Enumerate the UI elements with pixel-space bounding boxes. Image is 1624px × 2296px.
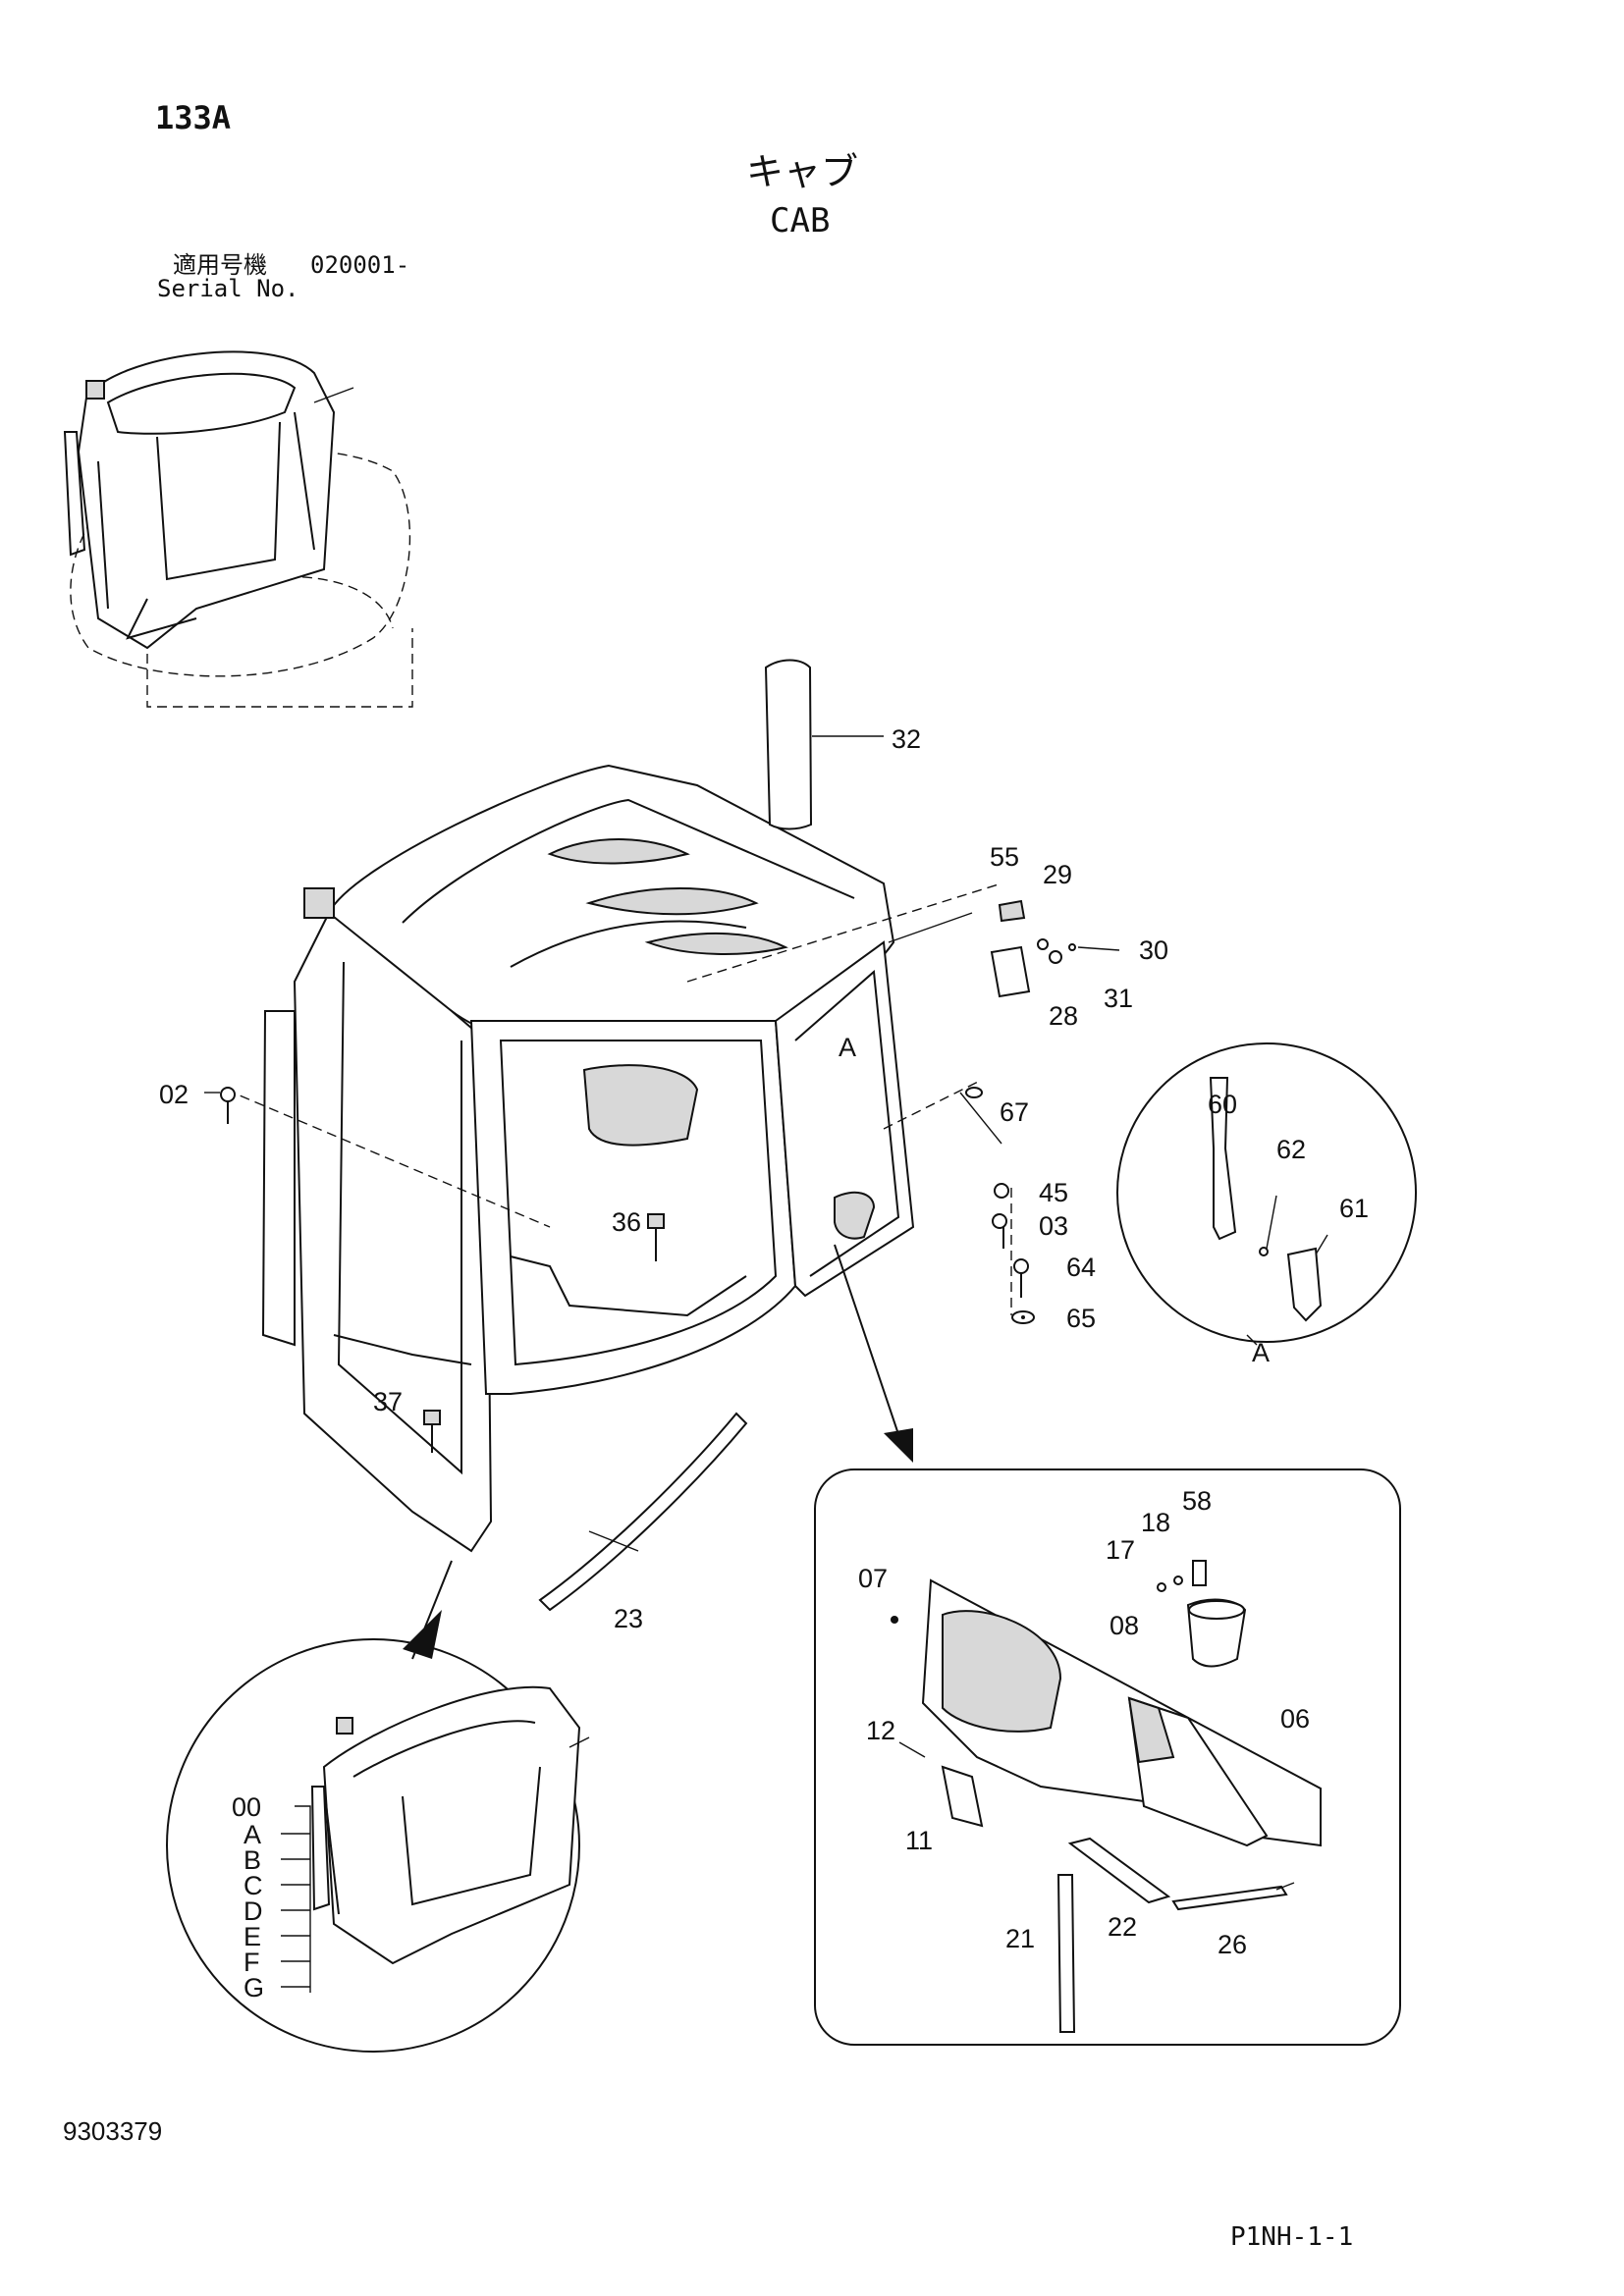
callout-36: 36 bbox=[612, 1207, 642, 1237]
callout-30: 30 bbox=[1139, 935, 1169, 965]
title-english: CAB bbox=[770, 201, 831, 240]
callout-a-detail-label: A bbox=[1252, 1338, 1271, 1367]
variant-label-f: F bbox=[244, 1948, 260, 1977]
callout-28: 28 bbox=[1049, 1001, 1079, 1031]
callout-65: 65 bbox=[1066, 1304, 1097, 1333]
callout-62: 62 bbox=[1276, 1135, 1307, 1164]
variant-label-e: E bbox=[244, 1922, 262, 1951]
hardware-parts bbox=[959, 899, 1120, 1324]
callout-18: 18 bbox=[1141, 1508, 1171, 1537]
variant-label-c: C bbox=[244, 1871, 263, 1900]
callout-67: 67 bbox=[1000, 1097, 1030, 1127]
page-reference: P1NH-1-1 bbox=[1230, 2222, 1354, 2252]
callout-45: 45 bbox=[1039, 1178, 1069, 1207]
callout-32: 32 bbox=[892, 724, 922, 754]
serial-range: 020001- bbox=[310, 251, 410, 279]
callout-29: 29 bbox=[1043, 860, 1073, 889]
callout-26: 26 bbox=[1218, 1930, 1248, 1959]
callout-64: 64 bbox=[1066, 1253, 1097, 1282]
callout-07: 07 bbox=[858, 1564, 889, 1593]
document-number: 9303379 bbox=[63, 2116, 163, 2146]
callout-06: 06 bbox=[1280, 1704, 1311, 1734]
callout-37: 37 bbox=[373, 1387, 404, 1416]
serial-label-japanese: 適用号機 bbox=[173, 251, 267, 279]
serial-label-english: Serial No. bbox=[157, 275, 299, 302]
variant-label-g: G bbox=[244, 1973, 265, 2002]
callout-02: 02 bbox=[159, 1080, 189, 1109]
variant-label-d: D bbox=[244, 1896, 263, 1926]
callout-60: 60 bbox=[1208, 1090, 1238, 1119]
callout-03: 03 bbox=[1039, 1211, 1069, 1241]
main-cab-illustration bbox=[204, 659, 1012, 1612]
detail-a-circle bbox=[1116, 1042, 1417, 1346]
callout-21: 21 bbox=[1005, 1924, 1036, 1953]
callout-08: 08 bbox=[1110, 1611, 1140, 1640]
page-code: 133A bbox=[155, 99, 232, 136]
title-japanese: キャブ bbox=[746, 150, 859, 193]
callout-12: 12 bbox=[866, 1716, 896, 1745]
variant-main-label: 00 bbox=[232, 1792, 262, 1822]
overview-illustration bbox=[63, 350, 413, 708]
detail-box bbox=[814, 1244, 1401, 2046]
callout-17: 17 bbox=[1106, 1535, 1136, 1565]
callout-a-marker: A bbox=[839, 1033, 857, 1062]
variant-detail-circle bbox=[166, 1560, 590, 2053]
callout-23: 23 bbox=[614, 1604, 644, 1633]
callout-31: 31 bbox=[1104, 984, 1134, 1013]
variant-label-b: B bbox=[244, 1845, 262, 1875]
callout-22: 22 bbox=[1108, 1912, 1138, 1942]
callout-55: 55 bbox=[990, 842, 1020, 872]
callout-11: 11 bbox=[905, 1826, 934, 1855]
callout-61: 61 bbox=[1339, 1194, 1370, 1223]
callout-58: 58 bbox=[1182, 1486, 1213, 1516]
variant-label-a: A bbox=[244, 1820, 262, 1849]
